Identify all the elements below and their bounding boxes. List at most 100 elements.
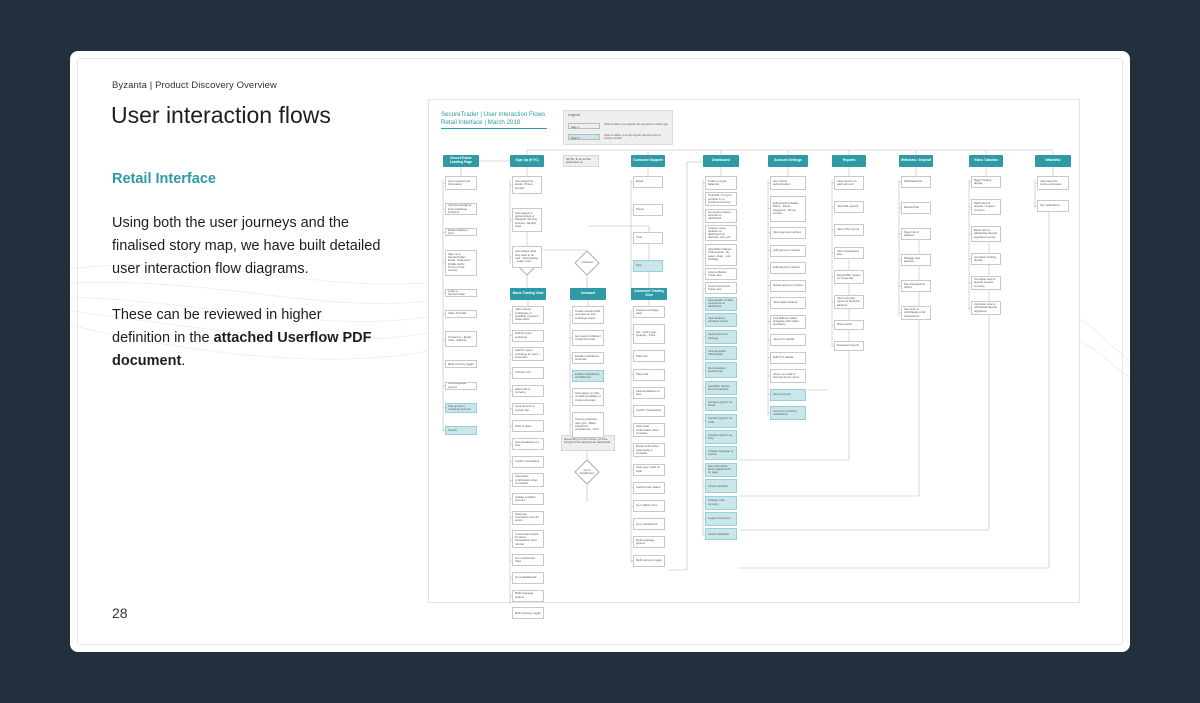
flow-node: Create onboard with overview on how exch… <box>572 306 604 324</box>
flow-node: Manage new address <box>901 254 931 266</box>
flow-node: Multi currency toggle <box>445 360 477 369</box>
flow-node: Complete How to deposit request currency <box>971 276 1001 290</box>
flow-node: View reports on each account <box>834 176 864 190</box>
slide: Byzanta | Product Discovery Overview Use… <box>70 51 1130 652</box>
flow-node: View payment method <box>770 227 806 239</box>
flow-node: Set level of referral notifications <box>770 406 806 420</box>
legend-item-2: Step 2 <box>568 134 600 140</box>
flow-node: Export/filter reports on frequently <box>834 270 864 284</box>
flow-node: Delete payment method <box>770 279 806 292</box>
flow-title-line-2: Retail Interface | March 2018 <box>441 119 521 126</box>
flow-node: Basic How to deposit / request currency <box>971 199 1001 215</box>
flow-node: Close Account <box>770 388 806 401</box>
flow-node: View basic confirmation when completed <box>512 473 544 488</box>
flow-column-head: Account Settings <box>768 155 808 167</box>
legend-title: Legend <box>568 113 580 117</box>
flow-node: Complete How to withdrawal deposit regis… <box>971 301 1001 315</box>
flow-node: Enable notifications via SMS text <box>572 370 604 382</box>
flow-connectors <box>442 149 1054 604</box>
flow-node: View various exchanges of available cryp… <box>512 306 544 324</box>
decision-go-to-dashboard: Go to Dashboard <box>574 459 600 485</box>
flow-node: Multi language options <box>633 536 665 549</box>
paragraph-reference: These can be reviewed in higher definiti… <box>112 304 382 373</box>
flow-node: Set 2 factor authentication <box>770 176 806 190</box>
legend-item-1: Step 1 <box>568 123 600 129</box>
flow-node: FAQ <box>633 260 663 272</box>
userflow-pdf-link[interactable]: attached Userflow PDF document <box>112 330 372 369</box>
page-number: 28 <box>112 605 128 621</box>
flow-node: Channel news updates on dashboard on dep… <box>705 225 737 242</box>
flow-node: Total P&L of crypto portfolio in my pref… <box>705 192 737 207</box>
flow-node: Contact us - Email - Chat - Address <box>445 331 477 348</box>
legend: Legend Step 1 Actions when you register … <box>563 110 673 145</box>
flow-column-head: Advanced Trading View <box>631 288 667 300</box>
flow-node: Pop up about exchange account <box>445 402 477 413</box>
flow-node: Login to SecureTrader <box>445 288 477 297</box>
note-elaborate: NOTE: To be further elaborated on <box>563 155 599 167</box>
flow-node: Contact support via Chat <box>705 413 737 428</box>
flow-node: View KYC details <box>770 334 806 346</box>
flow-node: Video Tutorials <box>445 310 477 318</box>
background-wave-lines <box>70 263 1130 378</box>
flow-column-head: Dashboard <box>703 155 739 167</box>
flow-node: Chat <box>633 232 663 244</box>
note-dashboard-choice: Depending on your choice, you are brough… <box>561 435 615 451</box>
decision-onboard: Onboard <box>574 250 600 276</box>
flow-node: Deposit Fiat <box>901 202 931 214</box>
page-title: User interaction flows <box>111 102 331 128</box>
flow-node: Inform on email of account for the users <box>770 369 806 383</box>
decision-label: Go to Dashboard <box>580 467 594 475</box>
flow-node: Email <box>633 176 663 188</box>
legend-item-2-desc: Actions within your app signify the top … <box>604 133 661 141</box>
flow-node: Download reports <box>834 341 864 351</box>
flow-node: Begin Trading display <box>971 176 1001 188</box>
flow-node: Sign up to SecureTrader - Email - Passwo… <box>445 249 477 276</box>
flow-node: Information on risks of trading/volatili… <box>572 388 604 406</box>
flow-node: Go to Basic View <box>633 500 665 512</box>
flow-node: Go to Advanced View <box>512 554 544 567</box>
flow-title-rule <box>441 128 547 129</box>
flow-node: Confirm Transaction <box>633 405 665 417</box>
flow-node: View graphs of daily movement on dashboa… <box>705 296 737 311</box>
flow-node: Multi language options <box>445 381 477 390</box>
flow-node: View Knowledge & learn exchange function… <box>445 203 477 216</box>
flow-node: Basic How to withdrawal deposit register… <box>971 226 1001 242</box>
decision-label: Onboard <box>581 260 593 265</box>
flow-node: User asked to upload photo of Passport /… <box>512 208 542 232</box>
flow-node: Set - Order type - Quantity - Price <box>633 324 665 345</box>
flow-column-head: Watchlist <box>1035 155 1071 167</box>
flow-node: Multi currency toggle <box>633 554 665 567</box>
brand-header: Byzanta | Product Discovery Overview <box>112 80 277 91</box>
flow-node: Total my crypto balances <box>705 176 737 190</box>
flow-node: View/Filter balance - Total deposit - By… <box>705 243 737 266</box>
flow-column-head: Sign Up (KYC) <box>510 155 544 167</box>
paragraph-intro: Using both the user journeys and the fin… <box>112 215 381 277</box>
flow-title-line-1: SecureTrader | User Interaction Flows <box>441 111 546 118</box>
body-text: Using both the user journeys and the fin… <box>112 212 382 396</box>
flow-node: Choose coin <box>512 367 544 380</box>
flow-node: Phone <box>633 204 663 216</box>
flow-node: View P&L reports <box>834 201 864 213</box>
flow-node: Contact support via FAQ <box>705 430 737 444</box>
flow-node: Click to place <box>512 420 544 433</box>
flow-node: Place ask <box>633 368 665 381</box>
flow-node: Enable notifications via Email <box>572 352 604 364</box>
flow-node: View deposits/ withdrawals <box>705 346 737 360</box>
flow-node: Cancel order status <box>633 481 665 494</box>
flow-node: Input amount to convert fiat <box>512 402 544 415</box>
flow-node: Go to Dashboard <box>633 518 665 531</box>
flow-node: Confirm transaction <box>512 455 544 468</box>
flow-node: Link platform wallet (integrate with wal… <box>770 314 806 329</box>
flow-node: Access Account Settings <box>705 329 737 344</box>
flow-node: Show live countdown over all orders <box>512 510 544 525</box>
flow-column-head: SecureTrader Landing Page <box>443 155 479 167</box>
user-flow-diagram: SecureTrader | User Interaction Flows Re… <box>428 99 1080 620</box>
flow-node: See price of withdrawals of all transact… <box>901 306 931 320</box>
flow-node: Edit personal details - Name - Email - P… <box>770 195 806 222</box>
flow-node: Market balance / price <box>445 228 477 237</box>
flow-node: View breakdown of fees <box>633 386 665 399</box>
flow-node: View CSV reports <box>834 224 864 236</box>
flow-node: See information about adjustments on pag… <box>705 462 737 477</box>
flow-title: SecureTrader | User Interaction Flows Re… <box>441 111 545 127</box>
flow-node: Select fiat or currency <box>512 384 544 397</box>
